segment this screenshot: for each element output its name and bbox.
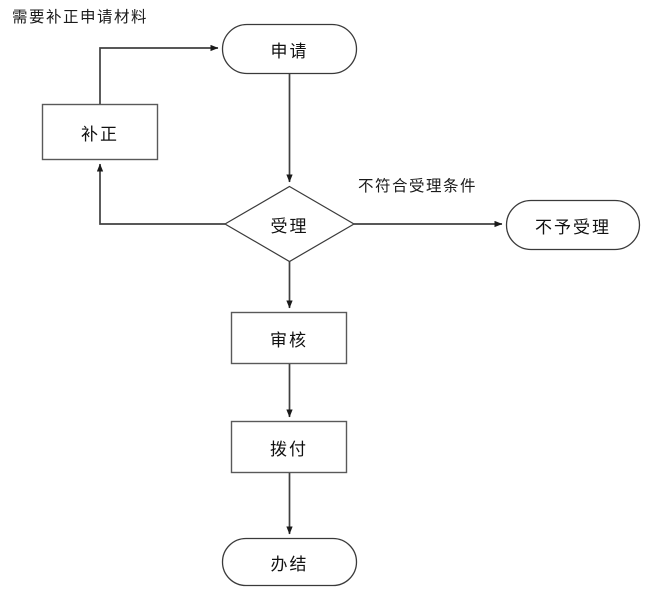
node-shape-shouli[interactable] <box>223 185 356 263</box>
edge-label-need-supplement: 需要补正申请材料 <box>12 9 149 26</box>
node-shape-banjie[interactable] <box>221 537 358 587</box>
node-shape-bofu[interactable] <box>230 420 348 474</box>
node-shape-shenhe[interactable] <box>230 311 348 365</box>
node-shape-buzheng[interactable] <box>41 103 159 161</box>
edge-label-not-meet-condition: 不符合受理条件 <box>358 178 478 195</box>
edge-shouli-to-buzheng <box>96 163 225 225</box>
node-shape-shenqing[interactable] <box>221 23 358 75</box>
edge-buzheng-to-shenqing <box>99 44 219 104</box>
node-shape-buyushouli[interactable] <box>505 199 641 251</box>
